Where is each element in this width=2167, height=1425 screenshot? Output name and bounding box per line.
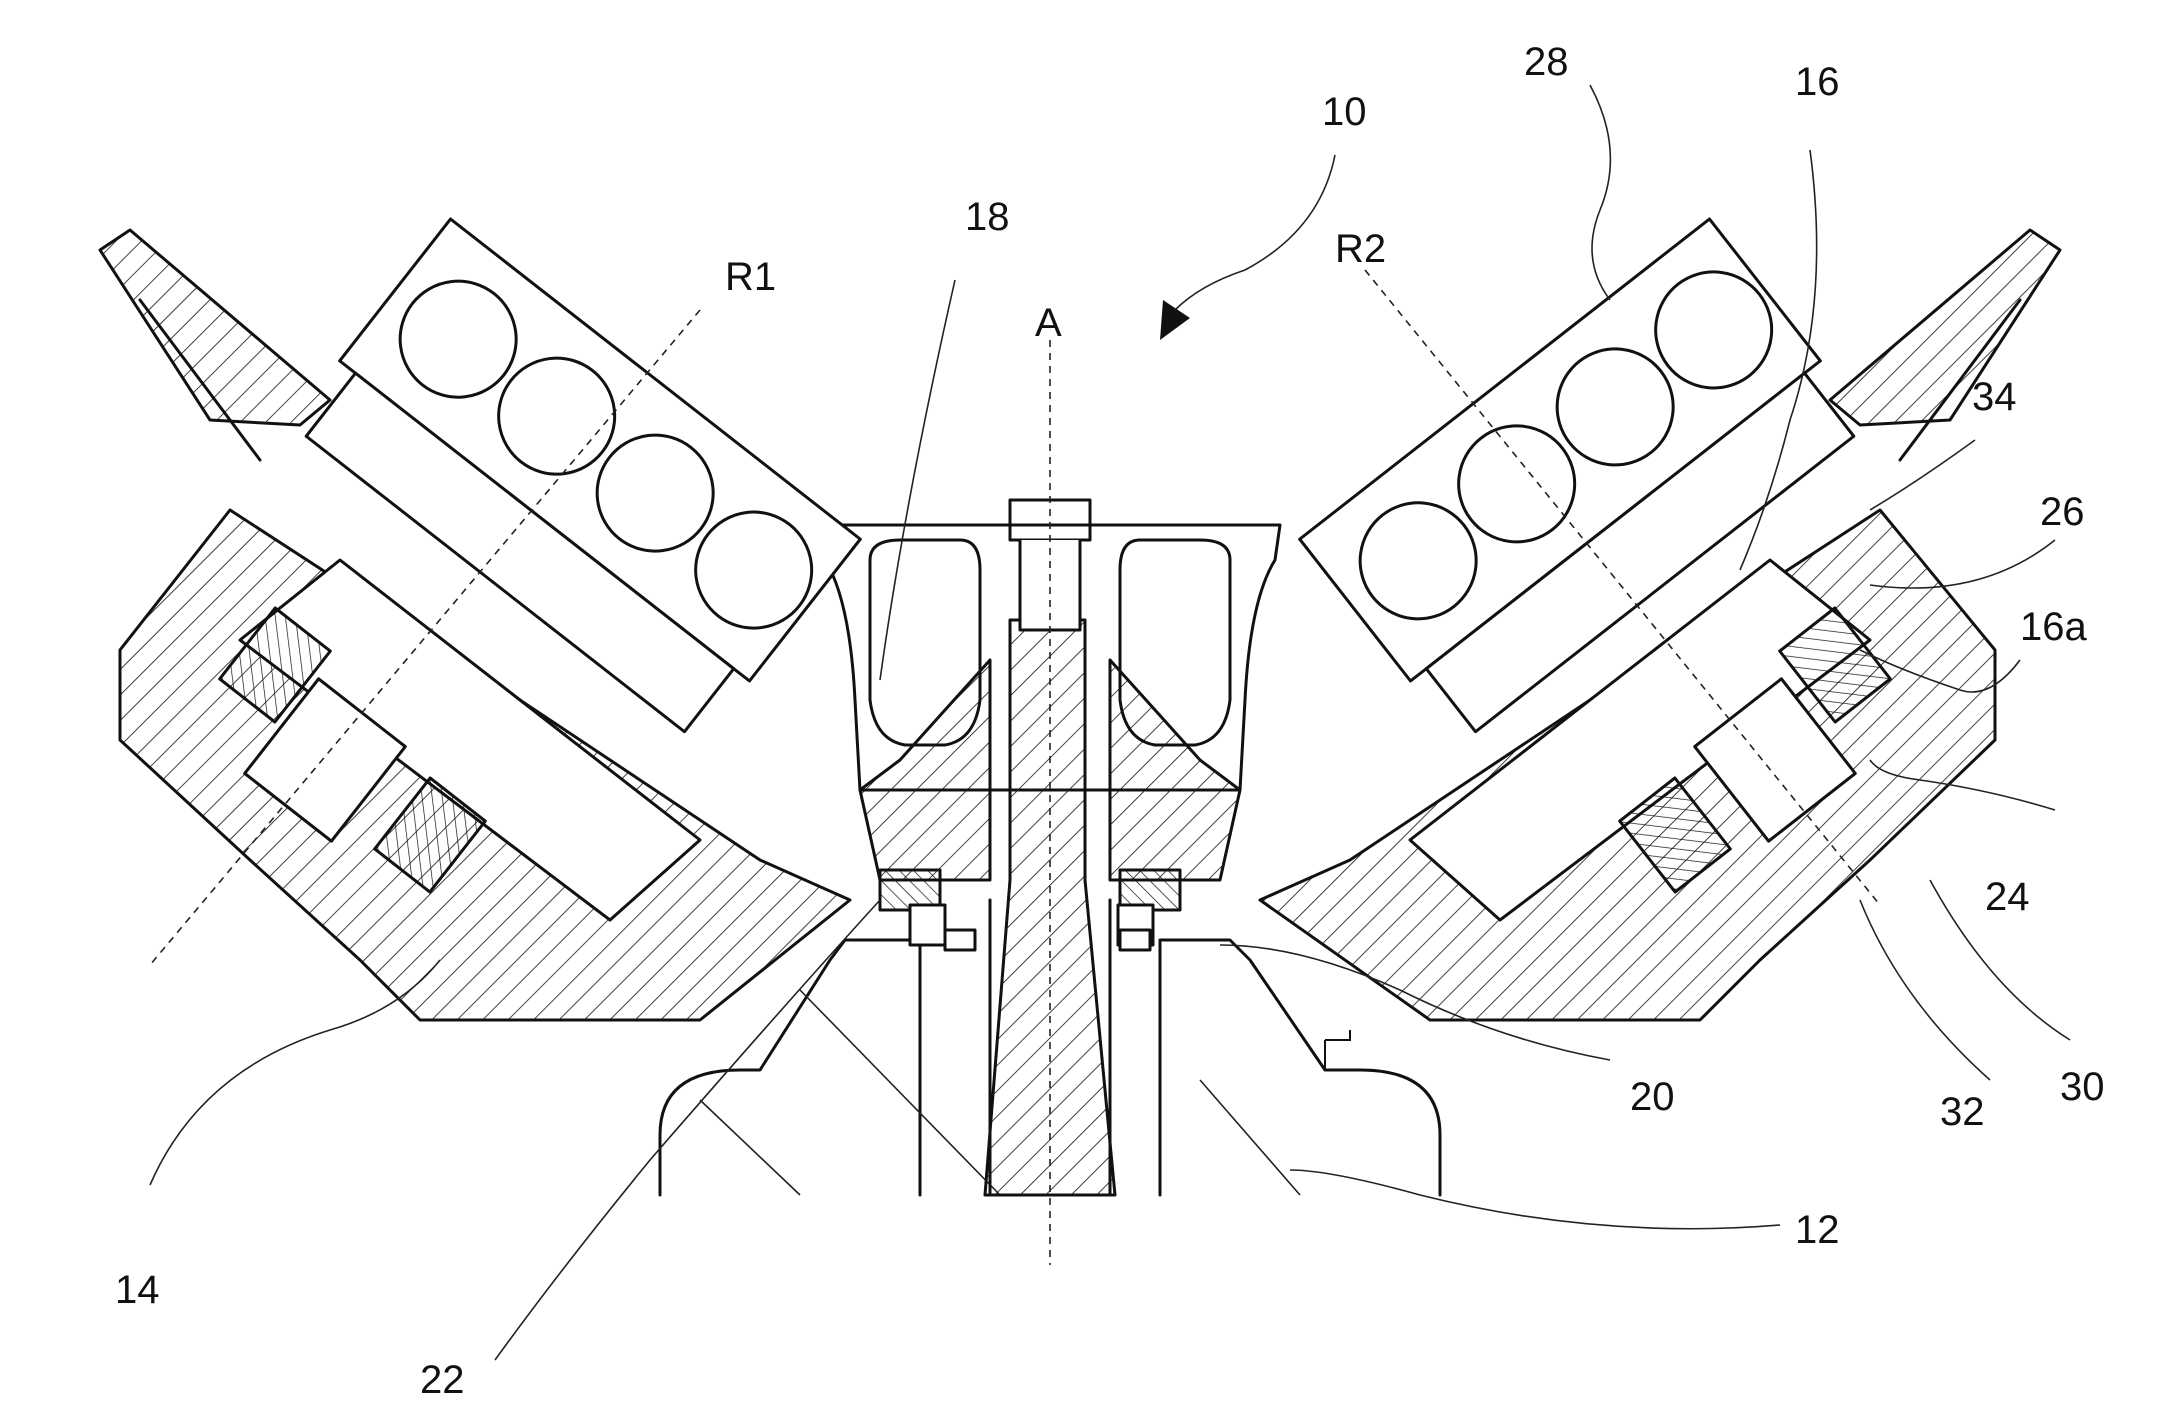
label-12: 12	[1795, 1208, 1840, 1252]
rim-left	[100, 230, 330, 460]
label-34: 34	[1972, 375, 2017, 419]
label-16a: 16a	[2020, 605, 2087, 649]
label-18: 18	[965, 195, 1010, 239]
assembly-arrow	[1160, 155, 1335, 340]
rim-right	[1830, 230, 2060, 460]
label-A: A	[1035, 301, 1062, 345]
label-10: 10	[1322, 90, 1367, 134]
label-32: 32	[1940, 1090, 1985, 1134]
label-30: 30	[2060, 1065, 2105, 1109]
label-26: 26	[2040, 490, 2085, 534]
label-R1: R1	[725, 255, 776, 299]
label-24: 24	[1985, 875, 2030, 919]
label-16: 16	[1795, 60, 1840, 104]
label-28: 28	[1524, 40, 1569, 84]
label-22: 22	[420, 1358, 465, 1402]
label-14: 14	[115, 1268, 160, 1312]
label-R2: R2	[1335, 227, 1386, 271]
label-20: 20	[1630, 1075, 1675, 1119]
